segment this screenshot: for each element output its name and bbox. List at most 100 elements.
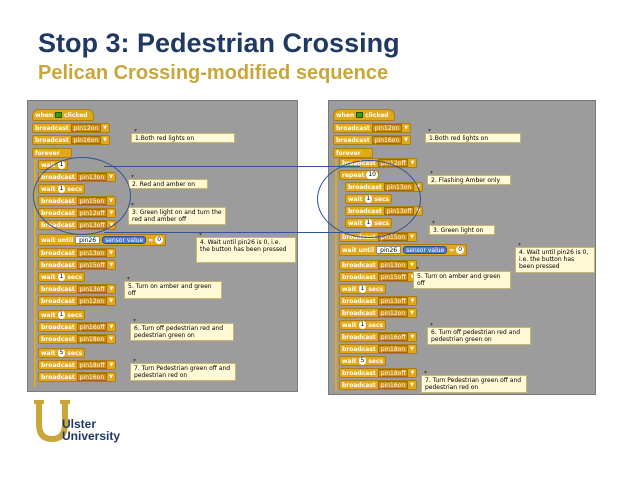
comment-note[interactable]: 1.Both red lights on	[131, 127, 235, 143]
message-field[interactable]: pin18on	[76, 335, 108, 343]
value-input[interactable]: 0	[456, 246, 465, 254]
seconds-input[interactable]: 1	[358, 285, 367, 293]
dropdown-arrow-icon[interactable]: ▼	[404, 137, 409, 143]
seconds-input[interactable]: 5	[57, 349, 66, 357]
dropdown-arrow-icon[interactable]: ▼	[410, 262, 415, 268]
message-field[interactable]: pin18off	[76, 361, 108, 369]
comment-note[interactable]: 1.Both red lights on	[425, 127, 521, 143]
comment-note[interactable]: 2. Flashing Amber only	[427, 169, 511, 185]
message-field[interactable]: pin15off	[76, 261, 108, 269]
pin-field[interactable]: pin26	[75, 236, 101, 244]
comment-note[interactable]: 5. Turn on amber and green off	[413, 265, 511, 289]
pin-field[interactable]: pin26	[376, 246, 402, 254]
seconds-input[interactable]: 1	[358, 321, 367, 329]
message-field[interactable]: pin13off	[76, 285, 108, 293]
message-field[interactable]: pin12on	[371, 124, 403, 132]
comment-note[interactable]: 3. Green light on and turn the red and a…	[128, 201, 226, 225]
sensor-value-reporter[interactable]: sensor value	[102, 236, 147, 244]
when-flag-clicked-block[interactable]: when clicked	[333, 109, 395, 121]
comment-note[interactable]: 6. Turn off pedestrian red and pedestria…	[427, 321, 531, 345]
dropdown-arrow-icon[interactable]: ▼	[410, 234, 415, 240]
dropdown-arrow-icon[interactable]: ▼	[109, 324, 114, 330]
dropdown-arrow-icon[interactable]: ▼	[109, 336, 114, 342]
comment-note[interactable]: 4. Wait until pin26 is 0, i.e. the butto…	[196, 231, 296, 263]
message-field[interactable]: pin12on	[377, 309, 409, 317]
dropdown-arrow-icon[interactable]: ▼	[109, 374, 114, 380]
message-field[interactable]: pin13on	[377, 261, 409, 269]
dropdown-arrow-icon[interactable]: ▼	[410, 370, 415, 376]
comment-note[interactable]: 3. Green light on	[429, 219, 495, 235]
message-field[interactable]: pin16on	[70, 136, 102, 144]
message-field[interactable]: pin12on	[76, 297, 108, 305]
message-field[interactable]: pin16off	[76, 323, 108, 331]
message-field[interactable]: pin16off	[377, 333, 409, 341]
message-field[interactable]: pin16on	[377, 381, 409, 389]
message-field[interactable]: pin16on	[76, 373, 108, 381]
dropdown-arrow-icon[interactable]: ▼	[109, 362, 114, 368]
dropdown-arrow-icon[interactable]: ▼	[410, 310, 415, 316]
comment-note[interactable]: 4. Wait until pin26 is 0, i.e. the butto…	[515, 241, 595, 273]
dropdown-arrow-icon[interactable]: ▼	[109, 262, 114, 268]
forever-block[interactable]: forever	[333, 148, 373, 158]
comment-note[interactable]: 2. Red and amber on	[128, 173, 208, 189]
seconds-input[interactable]: 1	[57, 273, 66, 281]
sensor-value-reporter[interactable]: sensor value	[403, 246, 448, 254]
message-field[interactable]: pin15off	[377, 273, 409, 281]
dropdown-arrow-icon[interactable]: ▼	[103, 125, 108, 131]
dropdown-arrow-icon[interactable]: ▼	[410, 334, 415, 340]
comment-note[interactable]: 6. Turn off pedestrian red and pedestria…	[130, 317, 234, 341]
message-field[interactable]: pin18off	[377, 369, 409, 377]
message-field[interactable]: pin18on	[377, 345, 409, 353]
dropdown-arrow-icon[interactable]: ▼	[109, 250, 114, 256]
seconds-input[interactable]: 1	[57, 311, 66, 319]
dropdown-arrow-icon[interactable]: ▼	[109, 286, 114, 292]
dropdown-arrow-icon[interactable]: ▼	[103, 137, 108, 143]
dropdown-arrow-icon[interactable]: ▼	[410, 160, 415, 166]
dropdown-arrow-icon[interactable]: ▼	[404, 125, 409, 131]
message-field[interactable]: pin16on	[371, 136, 403, 144]
comment-note[interactable]: 5. Turn on amber and green off	[124, 275, 222, 299]
seconds-input[interactable]: 5	[358, 357, 367, 365]
message-field[interactable]: pin13on	[76, 249, 108, 257]
message-field[interactable]: pin12on	[70, 124, 102, 132]
comment-note[interactable]: 7. Turn Pedestrian green off and pedestr…	[130, 357, 236, 381]
message-field[interactable]: pin13off	[377, 297, 409, 305]
comment-note[interactable]: 7. Turn Pedestrian green off and pedestr…	[421, 369, 527, 393]
forever-block[interactable]: forever	[32, 148, 72, 158]
dropdown-arrow-icon[interactable]: ▼	[410, 382, 415, 388]
dropdown-arrow-icon[interactable]: ▼	[410, 346, 415, 352]
value-input[interactable]: 0	[155, 236, 164, 244]
when-flag-clicked-block[interactable]: when clicked	[32, 109, 94, 121]
dropdown-arrow-icon[interactable]: ▼	[410, 298, 415, 304]
